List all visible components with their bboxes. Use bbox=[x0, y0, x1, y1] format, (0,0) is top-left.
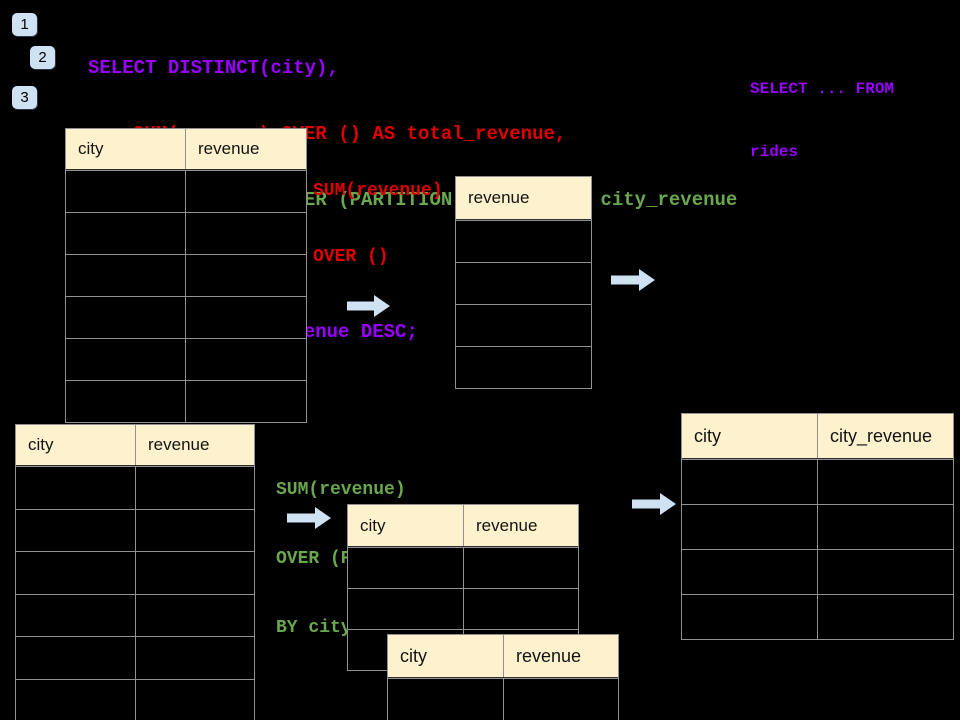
empty-cell bbox=[66, 381, 186, 422]
empty-cell bbox=[136, 680, 254, 720]
empty-cell bbox=[66, 255, 186, 296]
step-badge-3: 3 bbox=[12, 86, 37, 109]
table-row bbox=[456, 304, 591, 346]
table-row bbox=[66, 380, 306, 422]
table-row bbox=[16, 551, 254, 594]
empty-cell bbox=[464, 589, 578, 629]
empty-cell bbox=[136, 595, 254, 637]
table-row bbox=[66, 212, 306, 254]
table-row bbox=[16, 636, 254, 679]
step-badge-1: 1 bbox=[12, 13, 37, 36]
empty-cell bbox=[16, 552, 136, 594]
column-header-city: city bbox=[388, 635, 504, 677]
empty-cell bbox=[818, 595, 953, 639]
empty-cell bbox=[136, 467, 254, 509]
column-header-city_revenue: city_revenue bbox=[830, 425, 933, 446]
flow-arrow-right-icon bbox=[347, 295, 390, 317]
empty-cell bbox=[464, 548, 578, 588]
empty-cell bbox=[16, 637, 136, 679]
empty-cell bbox=[186, 171, 306, 212]
empty-cell bbox=[682, 505, 818, 549]
empty-cell bbox=[348, 548, 464, 588]
empty-cell bbox=[504, 679, 618, 720]
column-header-city: city bbox=[348, 505, 464, 546]
annotation-partition-line-1: SUM(revenue) bbox=[276, 480, 406, 500]
empty-cell bbox=[16, 467, 136, 509]
empty-cell bbox=[682, 550, 818, 594]
empty-cell bbox=[388, 679, 504, 720]
empty-cell bbox=[66, 171, 186, 212]
table-row bbox=[16, 593, 254, 637]
table-row bbox=[388, 678, 618, 720]
table-row bbox=[348, 588, 578, 629]
empty-cell bbox=[682, 460, 818, 504]
table-row bbox=[682, 504, 953, 549]
column-header-revenue: revenue bbox=[516, 645, 582, 666]
column-header-city: city bbox=[66, 129, 186, 169]
column-header-city: city bbox=[16, 425, 136, 465]
empty-cell bbox=[16, 594, 136, 636]
empty-cell bbox=[136, 552, 254, 594]
empty-cell bbox=[818, 550, 953, 594]
table-row bbox=[16, 508, 254, 552]
table-row bbox=[66, 170, 306, 212]
annotation-total-line-2: OVER () bbox=[313, 247, 389, 267]
flow-arrow-right-icon bbox=[287, 507, 331, 529]
table-row bbox=[682, 459, 953, 504]
table-row bbox=[456, 220, 591, 262]
side-note-line-2: rides bbox=[750, 143, 799, 161]
sql-side-note: SELECT ... FROM rides bbox=[750, 37, 894, 205]
table-row bbox=[456, 262, 591, 304]
empty-cell bbox=[348, 589, 464, 629]
empty-cell bbox=[456, 221, 591, 262]
table-row bbox=[682, 549, 953, 594]
flow-arrow-right-icon bbox=[611, 269, 655, 291]
table-row bbox=[66, 338, 306, 380]
empty-cell bbox=[66, 213, 186, 254]
column-header-revenue: revenue bbox=[148, 435, 210, 454]
table-row bbox=[682, 594, 953, 639]
empty-cell bbox=[456, 305, 591, 346]
empty-cell bbox=[16, 679, 136, 720]
table-row bbox=[66, 296, 306, 338]
empty-cell bbox=[186, 255, 306, 296]
column-header-city: city bbox=[682, 414, 818, 458]
table-revenue-only: revenue bbox=[455, 176, 592, 389]
side-note-line-1: SELECT ... FROM bbox=[750, 80, 895, 98]
empty-cell bbox=[818, 460, 953, 504]
column-header-revenue: revenue bbox=[198, 139, 260, 158]
empty-cell bbox=[186, 213, 306, 254]
column-header-revenue: revenue bbox=[476, 515, 538, 535]
empty-cell bbox=[456, 263, 591, 304]
empty-cell bbox=[818, 505, 953, 549]
table-row bbox=[16, 678, 254, 720]
table-row bbox=[348, 547, 578, 588]
step-badge-2: 2 bbox=[30, 46, 55, 69]
empty-cell bbox=[186, 339, 306, 380]
empty-cell bbox=[136, 637, 254, 679]
empty-cell bbox=[66, 297, 186, 338]
annotation-total-revenue: SUM(revenue) OVER () bbox=[313, 136, 443, 312]
table-source-bottom: city revenue bbox=[15, 424, 255, 720]
table-row bbox=[456, 346, 591, 388]
flow-arrow-right-icon bbox=[632, 493, 676, 515]
empty-cell bbox=[186, 381, 306, 422]
sql-line-select: SELECT DISTINCT(city), bbox=[88, 57, 339, 79]
empty-cell bbox=[136, 510, 254, 552]
empty-cell bbox=[66, 339, 186, 380]
empty-cell bbox=[456, 347, 591, 388]
annotation-total-line-1: SUM(revenue) bbox=[313, 181, 443, 201]
table-source-top: city revenue bbox=[65, 128, 307, 423]
table-row bbox=[16, 466, 254, 509]
empty-cell bbox=[16, 509, 136, 551]
empty-cell bbox=[682, 595, 818, 639]
table-row bbox=[66, 254, 306, 296]
table-result-city-revenue: city city_revenue bbox=[681, 413, 954, 640]
empty-cell bbox=[186, 297, 306, 338]
column-header-revenue: revenue bbox=[468, 188, 530, 207]
table-partition-overlap: city revenue bbox=[387, 634, 619, 720]
